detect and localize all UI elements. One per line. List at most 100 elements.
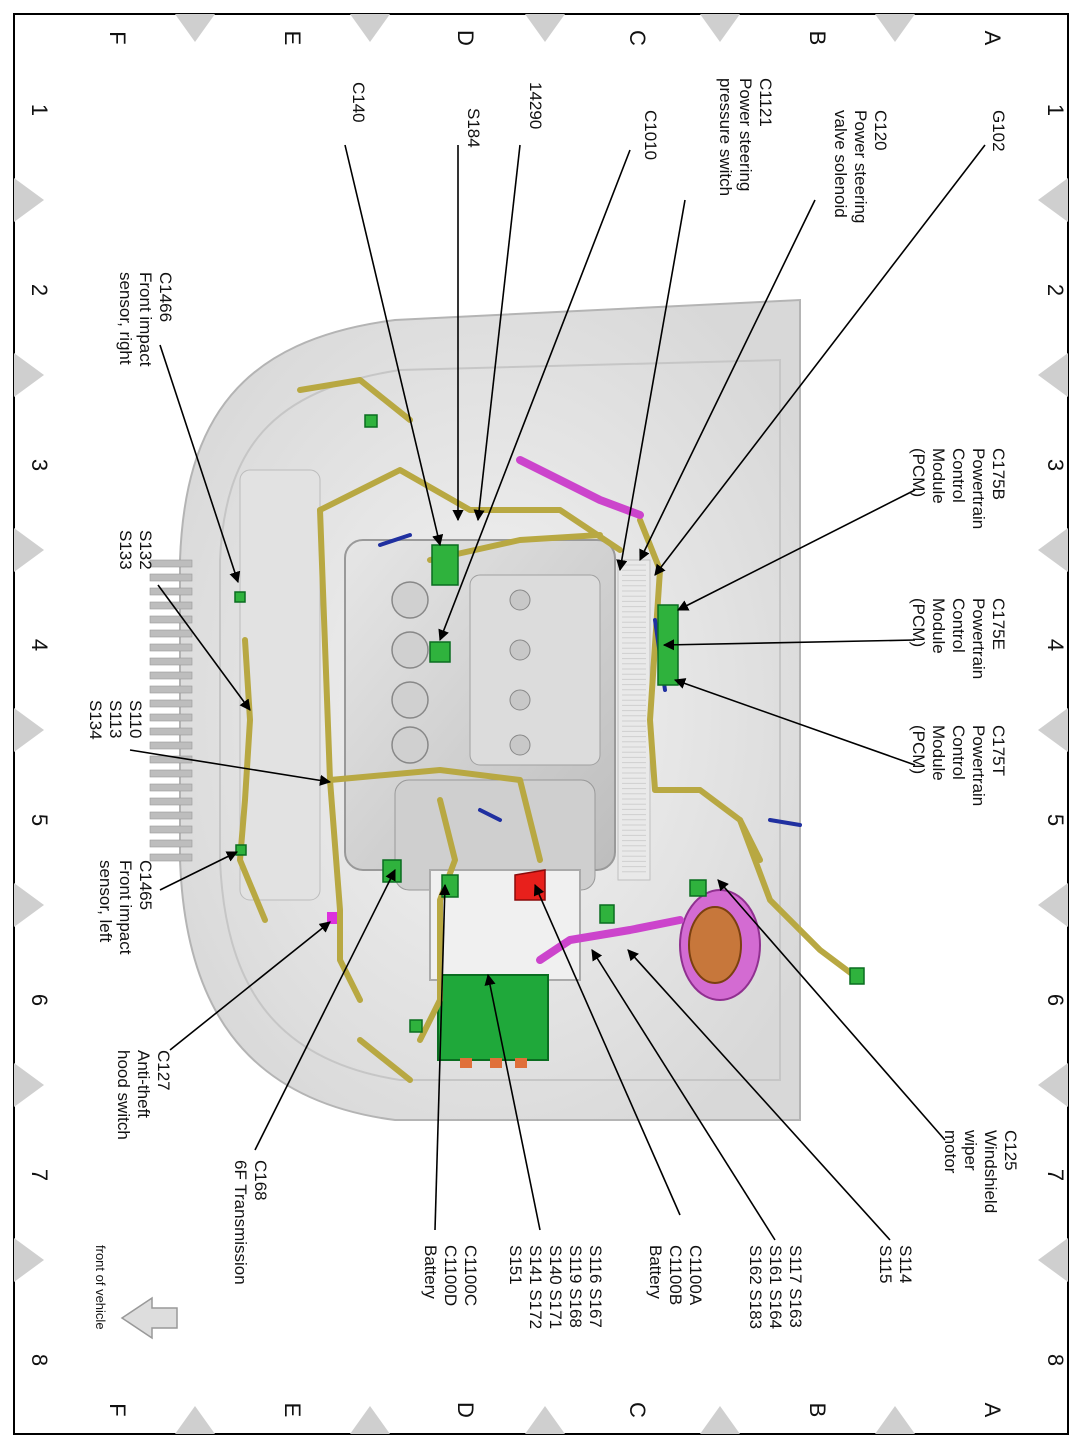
callout-label-line: S151 xyxy=(506,1245,525,1285)
callout-label-line: Windshield xyxy=(981,1130,1000,1213)
callout-label-line: S119 S168 xyxy=(566,1245,585,1328)
callout-label-line: C1100B xyxy=(666,1245,685,1305)
grid-row-label-left: 3 xyxy=(27,459,52,471)
callout-label-line: S113 xyxy=(106,700,125,738)
callout-label-line: C140 xyxy=(349,82,368,123)
callout-label-line: S141 S172 xyxy=(526,1245,545,1329)
callout-label-line: valve solenoid xyxy=(831,110,850,218)
callout-label-line: (PCM) xyxy=(909,725,928,774)
callout-g102: G102 xyxy=(989,110,1008,152)
grid-row-label-right: 7 xyxy=(1043,1169,1068,1181)
grid-triangle xyxy=(14,528,44,572)
callout-label-line: Power steering xyxy=(851,110,870,223)
callout-label-line: S134 xyxy=(86,700,105,740)
grid-triangle xyxy=(14,1238,44,1282)
callout-c140: C140 xyxy=(349,82,368,123)
grid-row-label-left: 1 xyxy=(27,104,52,116)
grid-triangle xyxy=(175,1406,215,1434)
callout-label-line: C168 xyxy=(251,1160,270,1201)
callout-label-line: hood switch xyxy=(114,1050,133,1140)
grid-triangle xyxy=(700,14,740,42)
callout-label-line: S132 xyxy=(136,530,155,570)
grid-column-label-bottom: D xyxy=(453,1402,478,1418)
callout-label-line: Front impact xyxy=(136,272,155,367)
callout-label-line: C1100A xyxy=(686,1245,705,1306)
grid-row-label-left: 8 xyxy=(27,1354,52,1366)
grid-triangle xyxy=(14,178,44,222)
front-of-vehicle-label: front of vehicle xyxy=(93,1245,108,1330)
grid-column-label-top: B xyxy=(805,31,830,46)
callout-label-line: sensor, left xyxy=(96,860,115,942)
callout-label-line: C1121 xyxy=(756,78,775,127)
callout-label-line: C127 xyxy=(154,1050,173,1091)
grid-column-label-bottom: F xyxy=(105,1403,130,1416)
grid-row-label-left: 2 xyxy=(27,284,52,296)
callout-label-line: Front impact xyxy=(116,860,135,955)
callout-label-line: S133 xyxy=(116,530,135,570)
grid-row-label-left: 5 xyxy=(27,814,52,826)
grid-triangle xyxy=(700,1406,740,1434)
callout-label-line: C1465 xyxy=(136,860,155,910)
grid-triangle xyxy=(525,1406,565,1434)
callout-label-line: C1466 xyxy=(156,272,175,322)
callout-label-line: (PCM) xyxy=(909,448,928,497)
grid-triangle xyxy=(875,14,915,42)
callout-label-line: 6F Transmission xyxy=(231,1160,250,1285)
grid-triangle xyxy=(175,14,215,42)
callout-label-line: 14290 xyxy=(526,82,545,129)
grid-triangle xyxy=(1038,178,1068,222)
callout-label-line: wiper xyxy=(961,1129,980,1171)
fuse-box xyxy=(437,974,549,1061)
callout-label-line: C175E xyxy=(989,598,1008,650)
grid-column-label-top: D xyxy=(453,30,478,46)
callout-label-line: Module xyxy=(929,448,948,504)
grid-triangle xyxy=(350,14,390,42)
grid-triangle xyxy=(525,14,565,42)
callout-label-line: S115 xyxy=(876,1245,895,1283)
vehicle-illustration xyxy=(149,298,865,1121)
callout-c14290: 14290 xyxy=(526,82,545,129)
callout-label-line: S110 xyxy=(126,700,145,738)
callout-label-line: Anti-theft xyxy=(134,1050,153,1118)
callout-label-line: Powertrain xyxy=(969,725,988,806)
grid-row-label-right: 1 xyxy=(1043,104,1068,116)
callout-label-line: C1100D xyxy=(441,1245,460,1306)
callout-label-line: Powertrain xyxy=(969,448,988,529)
callout-label-line: Battery xyxy=(421,1245,440,1299)
grid-column-label-bottom: C xyxy=(625,1402,650,1418)
grid-row-label-right: 6 xyxy=(1043,994,1068,1006)
grid-triangle xyxy=(350,1406,390,1434)
callout-label-line: S114 xyxy=(896,1245,915,1283)
callout-label-line: (PCM) xyxy=(909,598,928,647)
callout-s184: S184 xyxy=(464,108,483,148)
grid-row-label-right: 2 xyxy=(1043,284,1068,296)
callout-label-line: Battery xyxy=(646,1245,665,1299)
grid-triangle xyxy=(1038,1063,1068,1107)
leader-lines xyxy=(129,144,986,1241)
callout-label-line: S162 S183 xyxy=(746,1245,765,1329)
callout-label-line: S116 S167 xyxy=(586,1245,605,1328)
grid-row-label-left: 7 xyxy=(27,1169,52,1181)
callout-label-line: C1010 xyxy=(641,110,660,160)
callout-label-line: Powertrain xyxy=(969,598,988,679)
grid-column-label-top: F xyxy=(105,31,130,44)
grid-row-label-right: 3 xyxy=(1043,459,1068,471)
callout-label-line: C120 xyxy=(871,110,890,151)
callout-label-line: C125 xyxy=(1001,1130,1020,1171)
callout-label-line: Module xyxy=(929,598,948,654)
grid-triangle xyxy=(875,1406,915,1434)
grid-row-label-right: 4 xyxy=(1043,639,1068,651)
grid-column-label-top: E xyxy=(280,31,305,46)
